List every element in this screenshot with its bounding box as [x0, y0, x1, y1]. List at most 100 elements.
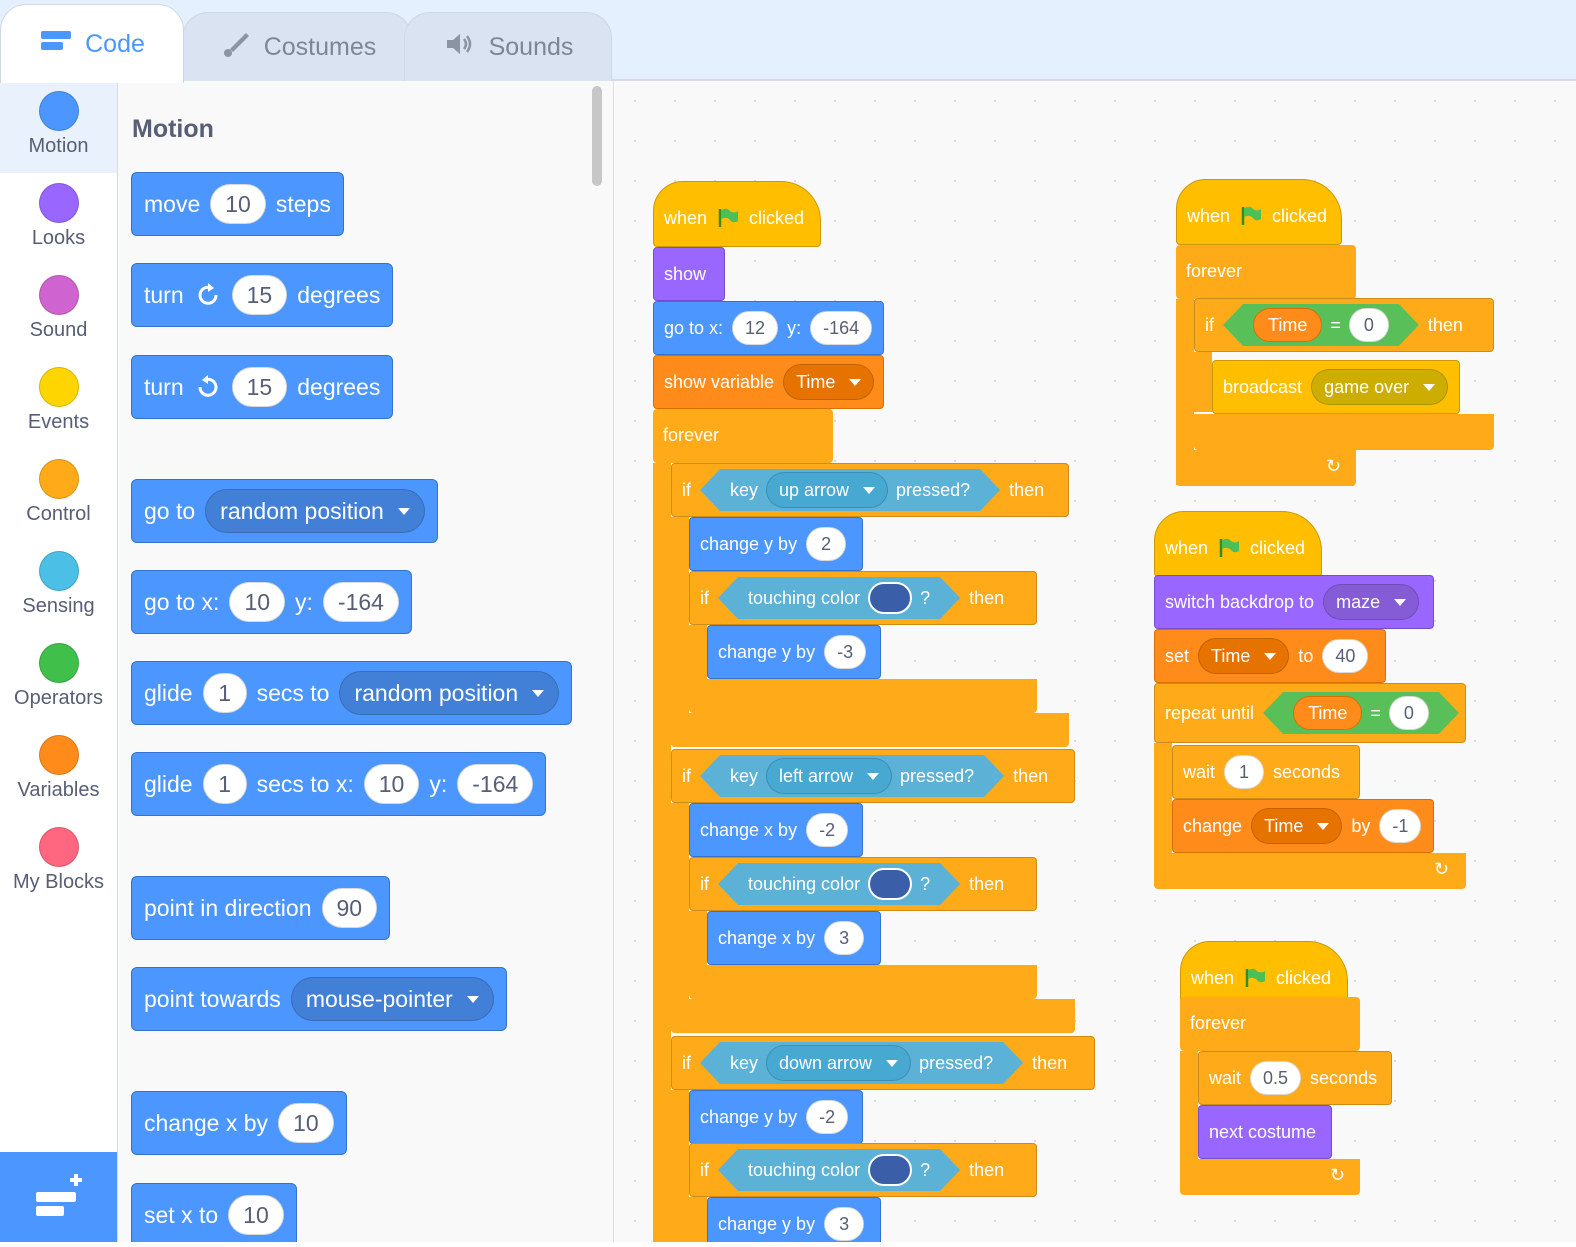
- touching-color-condition[interactable]: touching color?: [718, 1149, 960, 1191]
- wait-block[interactable]: wait 1 seconds: [1172, 745, 1360, 799]
- seconds-input[interactable]: 1: [1224, 755, 1265, 789]
- target-dropdown[interactable]: random position: [205, 489, 425, 533]
- color-swatch[interactable]: [868, 868, 912, 900]
- block-turn-left[interactable]: turn 15 degrees: [131, 355, 394, 419]
- category-sound[interactable]: Sound: [0, 265, 117, 357]
- change-variable-block[interactable]: change Time by -1: [1172, 799, 1434, 853]
- when-flag-clicked-hat[interactable]: when clicked: [653, 181, 821, 247]
- next-costume-block[interactable]: next costume: [1198, 1105, 1332, 1159]
- key-dropdown[interactable]: left arrow: [766, 758, 892, 794]
- change-x-block[interactable]: change x by -2: [689, 803, 863, 857]
- touching-color-condition[interactable]: touching color?: [718, 863, 960, 905]
- target-dropdown[interactable]: random position: [339, 671, 560, 715]
- degrees-input[interactable]: 15: [231, 367, 288, 407]
- wait-block[interactable]: wait 0.5 seconds: [1198, 1051, 1392, 1105]
- if-time-equals-block[interactable]: if Time=0 then: [1194, 298, 1494, 352]
- equals-condition[interactable]: Time=0: [1263, 692, 1459, 734]
- block-point-towards[interactable]: point towards mouse-pointer: [131, 967, 507, 1031]
- show-block[interactable]: show: [653, 247, 725, 301]
- change-y-block[interactable]: change y by -3: [707, 625, 881, 679]
- touching-color-condition[interactable]: touching color?: [718, 577, 960, 619]
- value-input[interactable]: -1: [1379, 809, 1422, 843]
- category-my-blocks[interactable]: My Blocks: [0, 817, 117, 909]
- when-flag-clicked-hat[interactable]: when clicked: [1180, 941, 1348, 1007]
- block-set-x-to[interactable]: set x to 10: [131, 1183, 297, 1242]
- secs-input[interactable]: 1: [202, 673, 247, 713]
- change-y-block[interactable]: change y by 3: [707, 1197, 881, 1242]
- equals-condition[interactable]: Time=0: [1223, 304, 1419, 346]
- value-input[interactable]: 40: [1322, 639, 1369, 673]
- y-input[interactable]: -164: [457, 764, 534, 804]
- x-input[interactable]: 10: [363, 764, 420, 804]
- change-y-block[interactable]: change y by 2: [689, 517, 863, 571]
- block-change-x-by[interactable]: change x by 10: [131, 1091, 347, 1155]
- block-glide-to-xy[interactable]: glide 1 secs to x: 10 y: -164: [131, 752, 547, 816]
- change-y-block[interactable]: change y by -2: [689, 1090, 863, 1144]
- value-input[interactable]: -3: [824, 635, 867, 669]
- value-input[interactable]: 10: [228, 1195, 284, 1235]
- steps-input[interactable]: 10: [210, 184, 266, 224]
- change-x-block[interactable]: change x by 3: [707, 911, 881, 965]
- if-touching-color-block[interactable]: if touching color? then: [689, 571, 1037, 625]
- broadcast-block[interactable]: broadcast game over: [1212, 360, 1460, 414]
- direction-input[interactable]: 90: [321, 888, 378, 928]
- block-go-to[interactable]: go to random position: [131, 479, 438, 543]
- value-input[interactable]: 0: [1349, 308, 1389, 342]
- add-extension-button[interactable]: [0, 1152, 117, 1242]
- target-dropdown[interactable]: mouse-pointer: [290, 977, 494, 1021]
- y-input[interactable]: -164: [810, 311, 873, 345]
- block-point-in-direction[interactable]: point in direction 90: [131, 876, 391, 940]
- x-input[interactable]: 12: [732, 311, 779, 345]
- y-input[interactable]: -164: [322, 582, 399, 622]
- variable-dropdown[interactable]: Time: [1251, 808, 1343, 844]
- if-touching-color-block[interactable]: if touching color? then: [689, 1143, 1037, 1197]
- when-flag-clicked-hat[interactable]: when clicked: [1176, 179, 1342, 245]
- tab-sounds[interactable]: Sounds: [404, 12, 612, 82]
- go-to-xy-block[interactable]: go to x: 12 y: -164: [653, 301, 884, 355]
- variable-dropdown[interactable]: Time: [783, 364, 875, 400]
- time-variable-reporter[interactable]: Time: [1293, 696, 1362, 730]
- block-go-to-xy[interactable]: go to x: 10 y: -164: [131, 570, 412, 634]
- category-control[interactable]: Control: [0, 449, 117, 541]
- backdrop-dropdown[interactable]: maze: [1323, 584, 1420, 620]
- value-input[interactable]: 3: [824, 1207, 865, 1241]
- x-input[interactable]: 10: [229, 582, 286, 622]
- switch-backdrop-block[interactable]: switch backdrop to maze: [1154, 575, 1434, 629]
- value-input[interactable]: -2: [806, 813, 849, 847]
- value-input[interactable]: 0: [1389, 696, 1429, 730]
- value-input[interactable]: 3: [824, 921, 865, 955]
- seconds-input[interactable]: 0.5: [1250, 1061, 1302, 1095]
- category-variables[interactable]: Variables: [0, 725, 117, 817]
- script-workspace[interactable]: when clicked show go to x: 12 y: -164 sh…: [615, 81, 1576, 1242]
- forever-block[interactable]: forever: [1176, 245, 1356, 299]
- when-flag-clicked-hat[interactable]: when clicked: [1154, 511, 1322, 577]
- forever-block[interactable]: forever: [653, 409, 833, 463]
- color-swatch[interactable]: [868, 582, 912, 614]
- secs-input[interactable]: 1: [202, 764, 247, 804]
- category-looks[interactable]: Looks: [0, 173, 117, 265]
- block-turn-right[interactable]: turn 15 degrees: [131, 263, 394, 327]
- key-dropdown[interactable]: up arrow: [766, 472, 888, 508]
- value-input[interactable]: 10: [278, 1103, 334, 1143]
- palette-scrollbar[interactable]: [592, 86, 602, 186]
- tab-code[interactable]: Code: [0, 4, 184, 83]
- degrees-input[interactable]: 15: [231, 275, 288, 315]
- set-variable-block[interactable]: set Time to 40: [1154, 629, 1386, 683]
- if-touching-color-block[interactable]: if touching color? then: [689, 857, 1037, 911]
- color-swatch[interactable]: [868, 1154, 912, 1186]
- variable-dropdown[interactable]: Time: [1198, 638, 1290, 674]
- forever-block[interactable]: forever: [1180, 997, 1360, 1051]
- category-motion[interactable]: Motion: [0, 81, 117, 173]
- category-events[interactable]: Events: [0, 357, 117, 449]
- value-input[interactable]: 2: [806, 527, 847, 561]
- block-move-steps[interactable]: move 10 steps: [131, 172, 344, 236]
- block-glide-to[interactable]: glide 1 secs to random position: [131, 661, 573, 725]
- repeat-until-block[interactable]: repeat until Time=0: [1154, 683, 1466, 743]
- message-dropdown[interactable]: game over: [1311, 369, 1449, 405]
